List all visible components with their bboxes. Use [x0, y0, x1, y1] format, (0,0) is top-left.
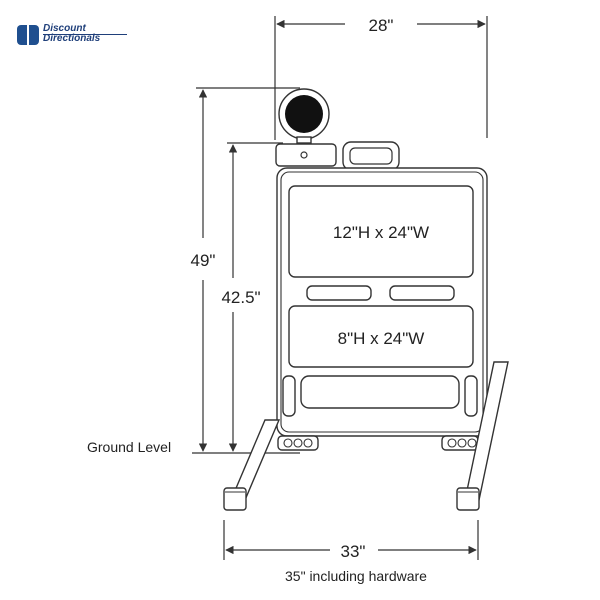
lower-panel-label: 8"H x 24"W	[338, 329, 425, 348]
brand-logo-icon	[17, 25, 39, 45]
brand-line-1: Discount	[43, 23, 86, 34]
total-height-label: 49"	[191, 251, 216, 270]
upper-panel-label: 12"H x 24"W	[333, 223, 429, 242]
top-width-label: 28"	[369, 16, 394, 35]
cutout-center	[300, 375, 460, 409]
left-leg-foot	[223, 487, 247, 511]
cutout-left	[282, 375, 296, 417]
ground-level: Ground Level	[87, 439, 300, 455]
carry-handle-grip	[349, 147, 393, 165]
brand-line-2: Directionals	[43, 33, 101, 44]
right-leg-foot	[456, 487, 480, 511]
top-width-dimension: 28"	[274, 16, 488, 140]
sign-frame-inner	[280, 171, 484, 433]
brand-underline	[43, 34, 127, 35]
ground-level-label: Ground Level	[87, 439, 171, 455]
upper-panel	[288, 185, 474, 278]
wheel-right	[441, 435, 479, 451]
right-leg	[456, 361, 509, 511]
slot-left	[306, 285, 372, 301]
brand-name: Discount Directionals	[43, 24, 100, 44]
base-width-note: 35" including hardware	[285, 568, 427, 584]
lower-panel	[288, 305, 474, 368]
light-stem	[296, 136, 312, 144]
slot-right	[389, 285, 455, 301]
warning-light	[275, 88, 337, 167]
total-height-dimension: 49"	[191, 87, 300, 452]
brand-logo: Discount Directionals	[17, 24, 127, 50]
light-lens	[285, 95, 323, 133]
base-width-label: 33"	[341, 542, 366, 561]
frame-height-label: 42.5"	[221, 288, 260, 307]
light-switch	[300, 151, 308, 159]
cutout-right	[464, 375, 478, 417]
left-leg	[223, 419, 281, 511]
wheel-left	[277, 435, 319, 451]
frame-height-dimension: 42.5"	[221, 142, 283, 452]
base-width-dimension: 33" 35" including hardware	[223, 520, 479, 584]
